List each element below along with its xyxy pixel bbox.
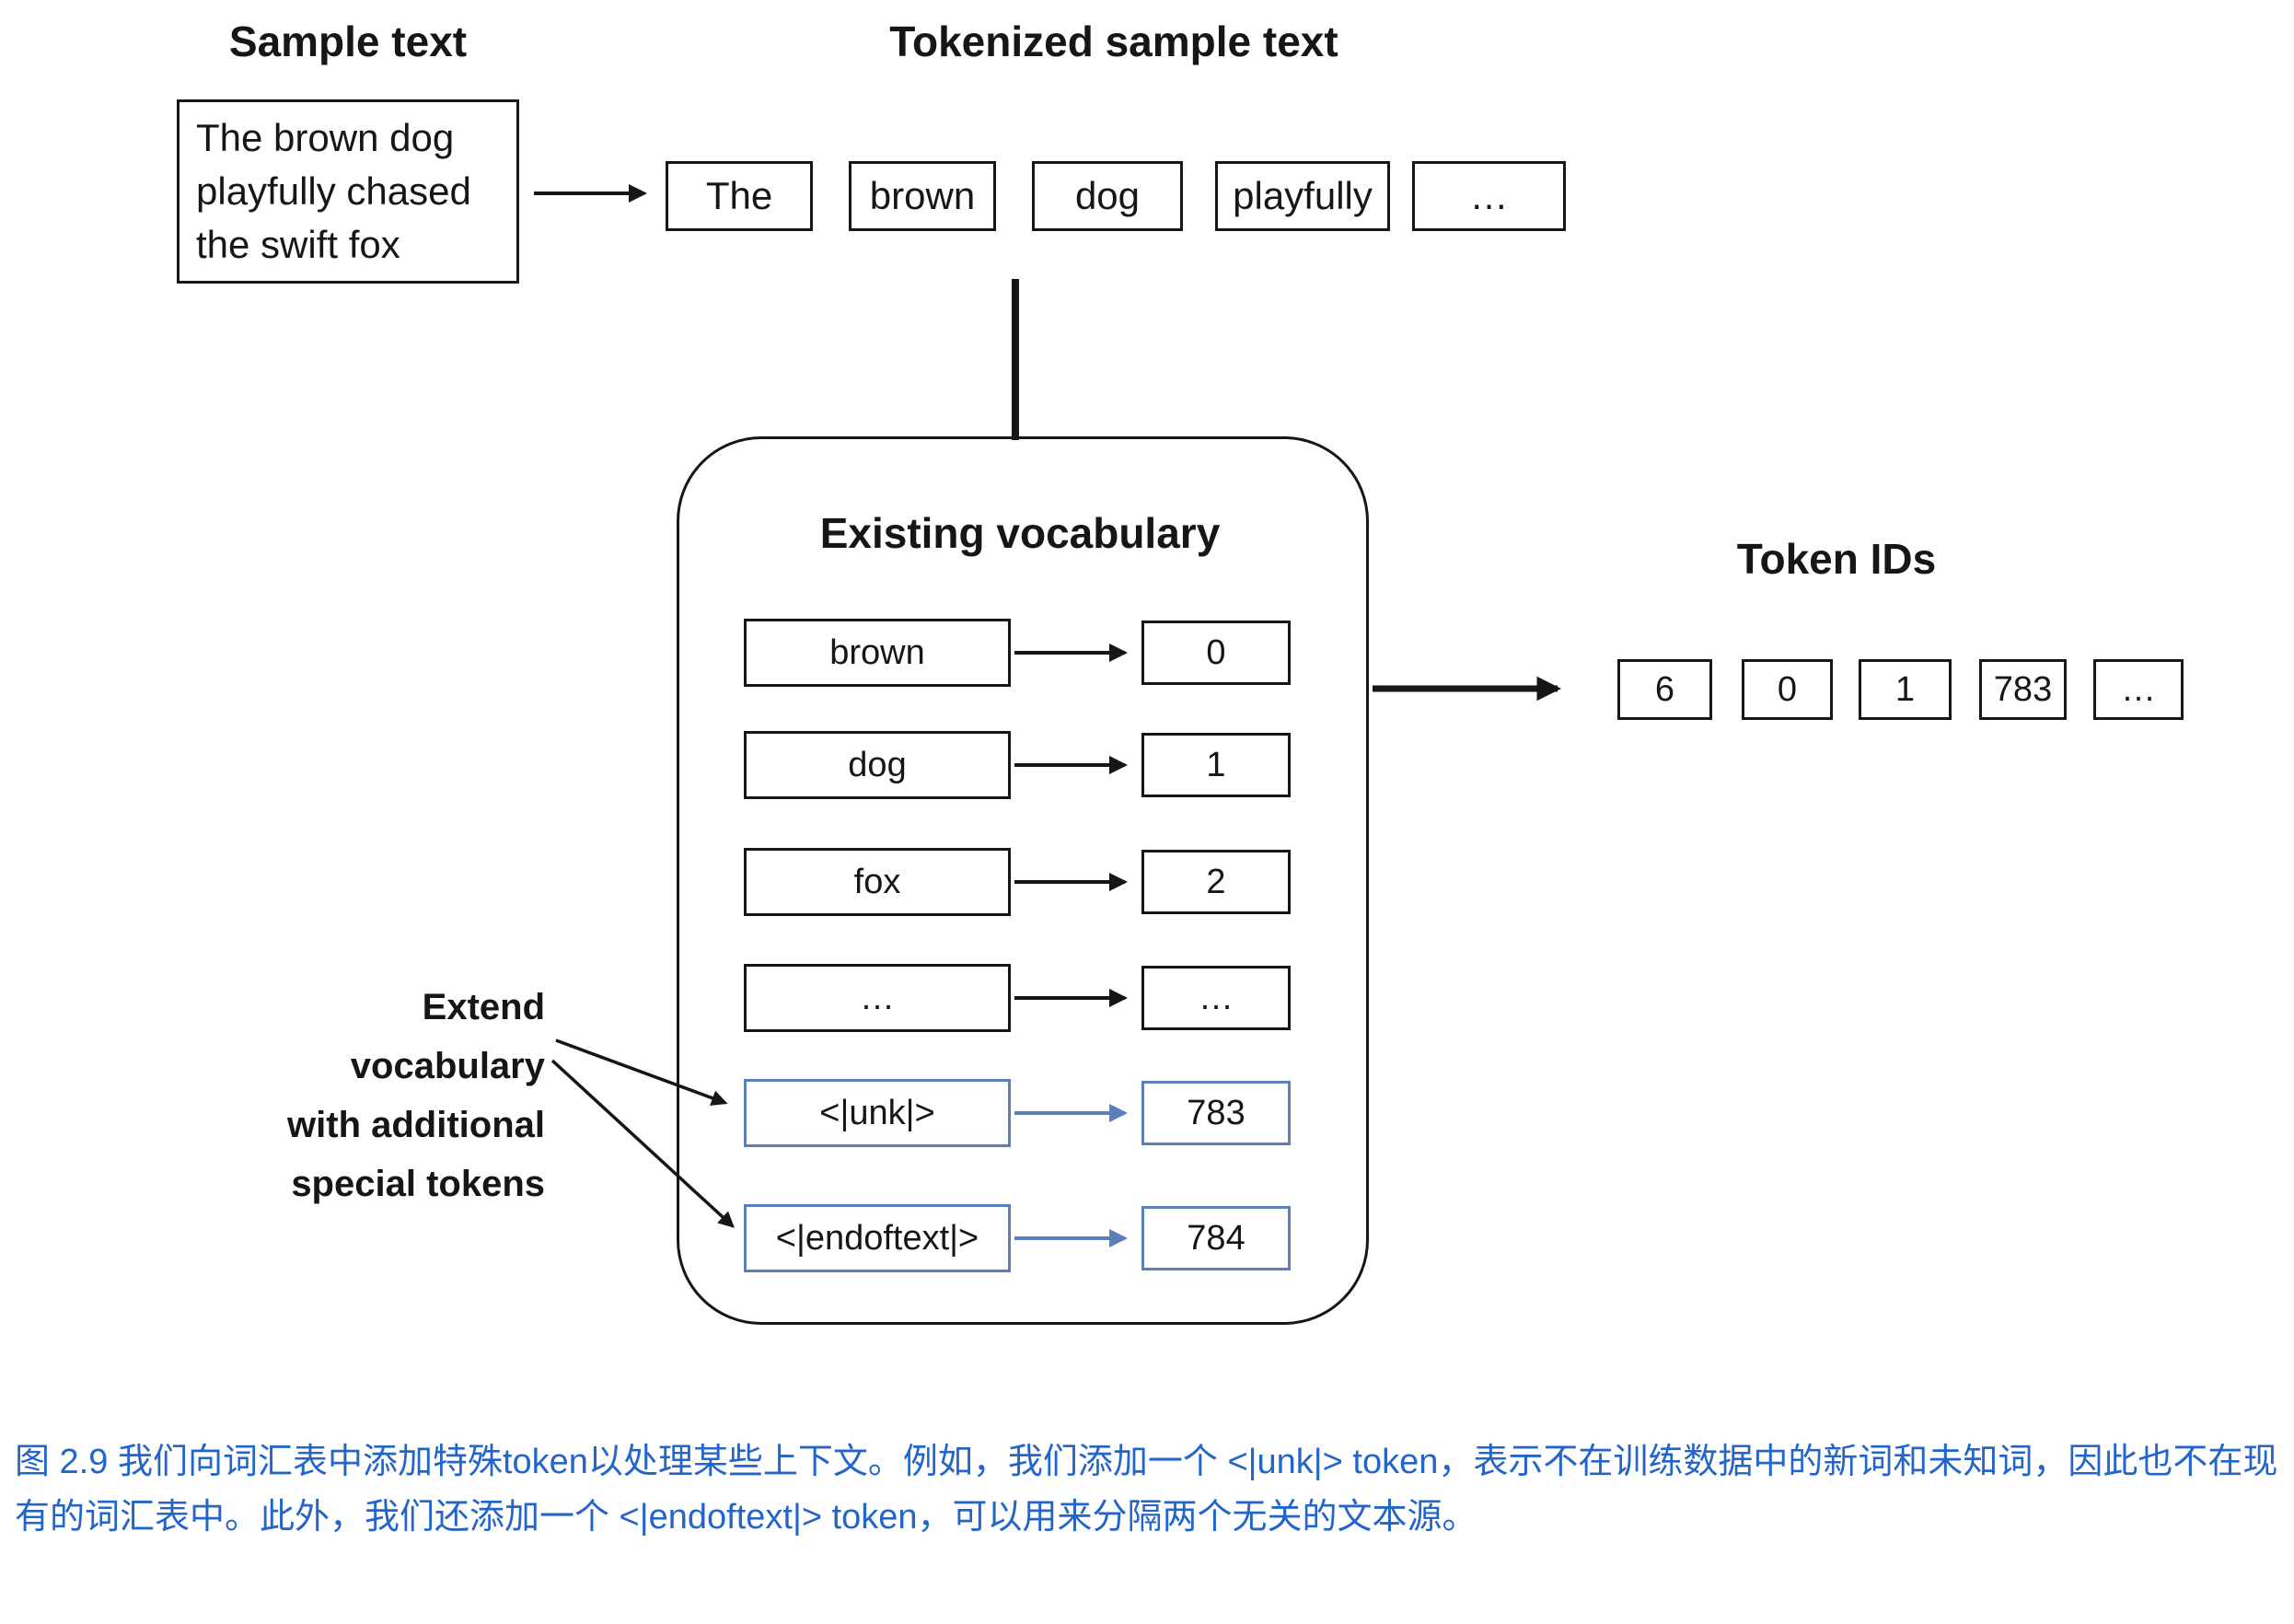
vocab-word-brown: brown [744, 619, 1011, 687]
vocab-word-fox: fox [744, 848, 1011, 916]
token-id-box-0: 0 [1742, 659, 1833, 720]
token-box-dog: dog [1032, 161, 1183, 231]
figure-caption: 图 2.9 我们向词汇表中添加特殊token以处理某些上下文。例如，我们添加一个… [15, 1443, 2278, 1537]
vocab-id-0: 0 [1141, 621, 1291, 685]
vocab-word-endoftext: <|endoftext|> [744, 1204, 1011, 1272]
vocab-id-ellipsis: … [1141, 966, 1291, 1030]
token-id-box-6: 6 [1617, 659, 1712, 720]
vocab-word-dog: dog [744, 731, 1011, 799]
existing-vocabulary-container [677, 436, 1369, 1325]
token-box-the: The [666, 161, 813, 231]
arrow-extend-to-endoftext [550, 1059, 735, 1228]
vocab-id-1: 1 [1141, 733, 1291, 797]
sample-text-box: The brown dog playfully chased the swift… [177, 99, 519, 284]
extend-vocabulary-label: Extend vocabulary with additional specia… [230, 978, 545, 1213]
token-ids-heading: Token IDs [1736, 535, 1937, 583]
token-box-playfully: playfully [1215, 161, 1390, 231]
token-id-box-1: 1 [1859, 659, 1952, 720]
sample-text-heading: Sample text [228, 17, 468, 65]
vocab-word-ellipsis: … [744, 964, 1011, 1032]
existing-vocabulary-heading: Existing vocabulary [819, 509, 1221, 557]
vocab-id-783: 783 [1141, 1081, 1291, 1145]
vocab-id-2: 2 [1141, 850, 1291, 914]
token-id-box-ellipsis: … [2093, 659, 2184, 720]
token-box-ellipsis: … [1412, 161, 1566, 231]
token-id-box-783: 783 [1979, 659, 2067, 720]
token-box-brown: brown [849, 161, 996, 231]
extend-label-line-3: special tokens [291, 1164, 545, 1204]
tokenized-sample-text-heading: Tokenized sample text [889, 17, 1338, 65]
extend-label-line-1: Extend vocabulary [350, 987, 545, 1086]
vocab-id-784: 784 [1141, 1206, 1291, 1270]
vocab-word-unk: <|unk|> [744, 1079, 1011, 1147]
arrow-extend-to-unk [555, 1038, 728, 1107]
extend-label-line-2: with additional [287, 1105, 545, 1145]
